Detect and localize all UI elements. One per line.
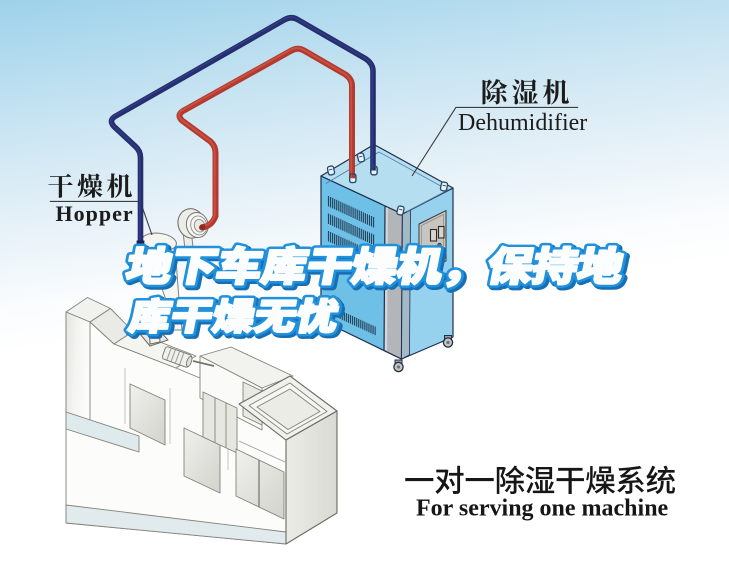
svg-text:For serving one machine: For serving one machine	[416, 496, 669, 522]
svg-text:Dehumidifier: Dehumidifier	[458, 110, 587, 136]
svg-text:Hopper: Hopper	[56, 201, 134, 226]
